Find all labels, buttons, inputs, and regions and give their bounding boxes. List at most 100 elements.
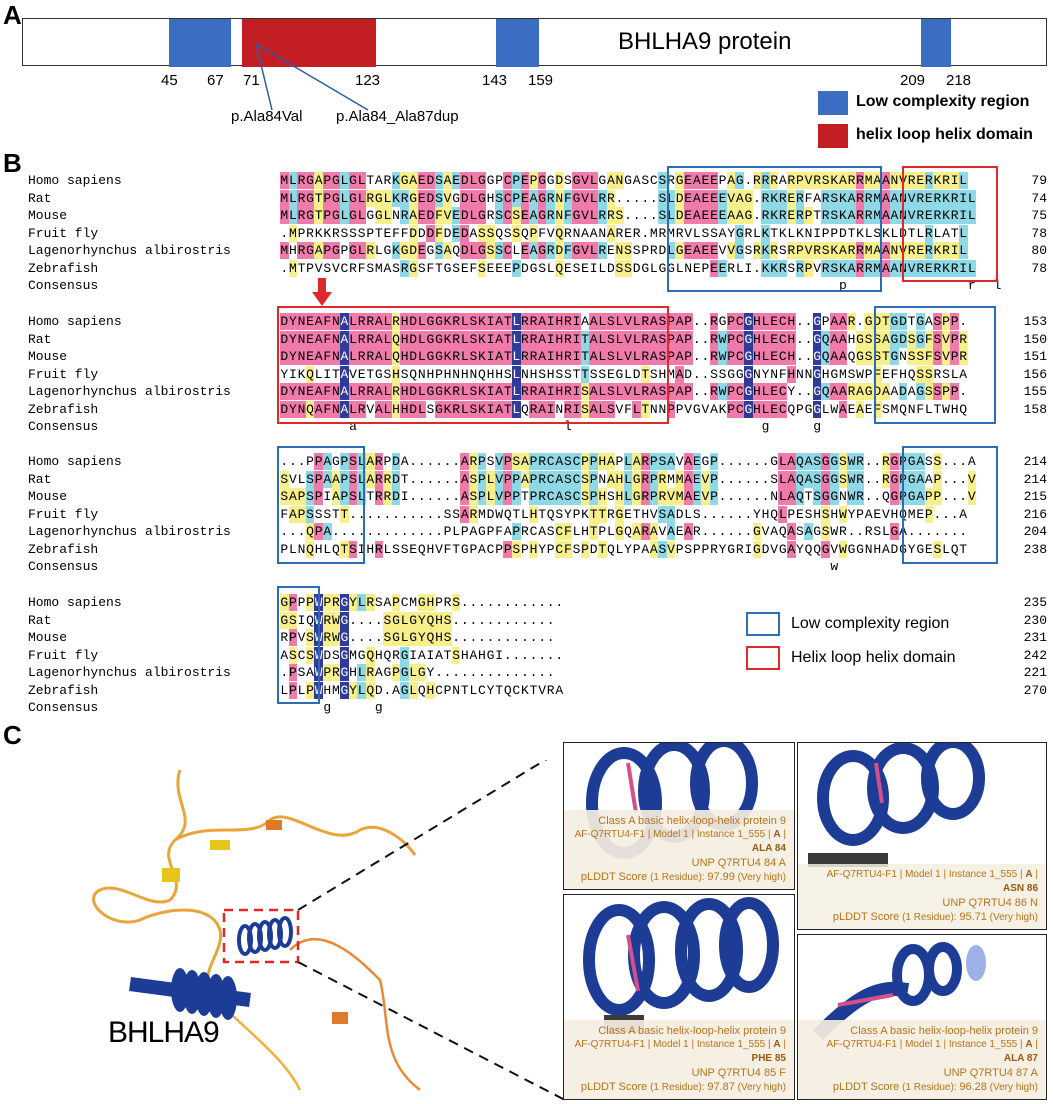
info-score-note: (1 Residue): (650, 1082, 705, 1093)
aligned-sequence: MLRGAPGLGLTARKGAEDSAEDLGGPCPEPGGDSGVLGAN… (280, 172, 968, 189)
info-unp: UNP Q7RTU4 87 A (943, 1067, 1038, 1079)
info-conf: (Very high) (989, 912, 1038, 923)
sequence-end-position: 155 (1023, 384, 1047, 399)
aligned-sequence: SVLSPAAPSLARRDT......ASPLVPPAPRCASCSPNAH… (280, 470, 977, 488)
low-complexity-segment-209-218 (921, 19, 951, 67)
info-score-note: (1 Residue): (650, 872, 705, 883)
species-name: Lagenorhynchus albirostris (28, 243, 231, 258)
hlh-domain-box (902, 166, 998, 282)
residue-info: Class A basic helix-loop-helix protein 9… (798, 1020, 1046, 1099)
sequence-end-position: 78 (1031, 225, 1047, 241)
species-name: Homo sapiens (28, 454, 122, 469)
protein-label: BHLHA9 protein (618, 28, 792, 55)
sequence-end-position: 270 (1023, 682, 1047, 698)
legend-label-low-complexity: Low complexity region (856, 93, 1030, 110)
sequence-end-position: 75 (1031, 208, 1047, 223)
consensus-sequence: w (830, 559, 839, 574)
aligned-sequence: DYNEAFNALRRALQHDLGGKRLSKIATLRRAIHRITALSL… (280, 348, 968, 365)
sequence-end-position: 214 (1023, 471, 1047, 487)
info-score-label: pLDDT Score (580, 871, 648, 883)
sequence-end-position: 230 (1023, 612, 1047, 628)
species-name: Consensus (28, 278, 99, 293)
legend-label-hlh: helix loop helix domain (856, 126, 1033, 143)
info-model: AF-Q7RTU4-F1 | Model 1 | Instance 1_555 … (574, 1039, 774, 1050)
species-name: Consensus (28, 700, 99, 715)
info-chain: A (773, 829, 781, 840)
low-complexity-box (874, 306, 996, 424)
info-score: 97.99 (707, 871, 735, 883)
consensus-sequence: a l g g (349, 419, 822, 434)
zoom-panel-asn86: AF-Q7RTU4-F1 | Model 1 | Instance 1_555 … (797, 742, 1047, 930)
species-name: Fruit fly (28, 506, 99, 522)
residue-info: AF-Q7RTU4-F1 | Model 1 | Instance 1_555 … (798, 864, 1046, 929)
position-label: 123 (355, 72, 381, 89)
aligned-sequence: MHRGAPGPGLRLGKGDEGSAQDLGSSCLEAGRDFGVLREN… (280, 242, 968, 259)
info-residue: ASN 86 (1002, 883, 1038, 894)
info-model: AF-Q7RTU4-F1 | Model 1 | Instance 1_555 … (574, 829, 774, 840)
hlh-domain-box (277, 306, 669, 424)
low-complexity-segment-45-67 (169, 19, 231, 67)
info-score-note: (1 Residue): (902, 1082, 957, 1093)
consensus-sequence: g g (323, 700, 383, 715)
species-name: Rat (28, 471, 52, 487)
protein-structure-image (92, 760, 566, 1100)
sequence-end-position: 204 (1023, 524, 1047, 539)
species-name: Zebrafish (28, 682, 99, 698)
position-label: 209 (900, 72, 926, 89)
info-residue: PHE 85 (751, 1053, 786, 1064)
species-name: Fruit fly (28, 366, 99, 382)
aligned-sequence: YIKQLITAVETGSHSQNHPHNHNQHHSLNHSHSSTTSSEG… (280, 365, 968, 383)
species-name: Mouse (28, 630, 68, 645)
aligned-sequence: GSIQWRWG....SGLGYQHS............ (280, 611, 555, 629)
position-label: 218 (946, 72, 972, 89)
aligned-sequence: RPVSWRWG....SGLGYQHS............ (280, 629, 555, 646)
species-name: Zebrafish (28, 401, 99, 417)
sequence-end-position: 214 (1023, 454, 1047, 469)
helix-closeup-icon (808, 743, 985, 867)
legend-swatch-low-complexity-box (746, 612, 780, 636)
species-name: Mouse (28, 349, 68, 364)
aligned-sequence: DYNEAFNALRRALQHDLGGKRLSKIATLRRAIHRITALSL… (280, 330, 968, 348)
sequence-end-position: 78 (1031, 260, 1047, 276)
sequence-end-position: 242 (1023, 647, 1047, 663)
species-name: Zebrafish (28, 541, 99, 557)
aligned-sequence: MLRGTPGLGLRGLKRGEDSVGDLGHSCPEAGRNFGVLRR.… (280, 189, 977, 207)
position-label: 143 (482, 72, 508, 89)
info-model: AF-Q7RTU4-F1 | Model 1 | Instance 1_555 … (826, 1039, 1026, 1050)
variant-label-ala84val: p.Ala84Val (231, 108, 303, 125)
panel-letter-a: A (3, 0, 22, 30)
info-conf: (Very high) (989, 1082, 1038, 1093)
info-score-label: pLDDT Score (832, 911, 900, 923)
info-score: 97.87 (707, 1081, 735, 1093)
species-name: Homo sapiens (28, 314, 122, 329)
info-score-label: pLDDT Score (580, 1081, 648, 1093)
species-name: Consensus (28, 419, 99, 434)
aligned-sequence: ...QPA.............PLPAGPFAPRCASCFLHTPLG… (280, 523, 968, 540)
species-name: Fruit fly (28, 647, 99, 663)
aligned-sequence: .PSAWPRGHLRAGPGLGY.............. (280, 664, 555, 681)
info-chain: A (1025, 869, 1033, 880)
species-name: Rat (28, 331, 52, 347)
sequence-end-position: 235 (1023, 595, 1047, 610)
sequence-end-position: 150 (1023, 331, 1047, 347)
info-chain: A (773, 1039, 781, 1050)
legend-swatch-hlh (818, 124, 848, 148)
aligned-sequence: PLNQHLQTSIHRLSSEQHVFTGPACPPSPHYPCFSPDTQL… (280, 540, 968, 558)
sequence-end-position: 158 (1023, 401, 1047, 417)
sequence-end-position: 231 (1023, 630, 1047, 645)
aligned-sequence: FAPSSSTT...........SSARMDWQTLHTQSYPKTTRG… (280, 505, 968, 523)
aligned-sequence: DYNQAFNALRVALHHDLSGKRLSKIATLQRAINRISALSV… (280, 400, 968, 418)
low-complexity-box (277, 586, 320, 704)
species-name: Mouse (28, 489, 68, 504)
aligned-sequence: LPLPWHMGYLQD.AGLQHCPNTLCYTQCKTVRA (280, 681, 564, 699)
position-label: 45 (161, 72, 178, 89)
sequence-end-position: 238 (1023, 541, 1047, 557)
low-complexity-box (902, 446, 998, 564)
legend-swatch-hlh-box (746, 646, 780, 670)
info-conf: (Very high) (737, 1082, 786, 1093)
species-name: Consensus (28, 559, 99, 574)
aligned-sequence: GPPPWPRGYLRSAPCMGHPRS............ (280, 594, 564, 611)
variant-label-ala84-ala87dup: p.Ala84_Ala87dup (336, 108, 459, 125)
aligned-sequence: .MPRKKRSSSPTEFFDDDFDEDASSQSSQPFVQRNAANAR… (280, 224, 968, 242)
sequence-end-position: 151 (1023, 349, 1047, 364)
